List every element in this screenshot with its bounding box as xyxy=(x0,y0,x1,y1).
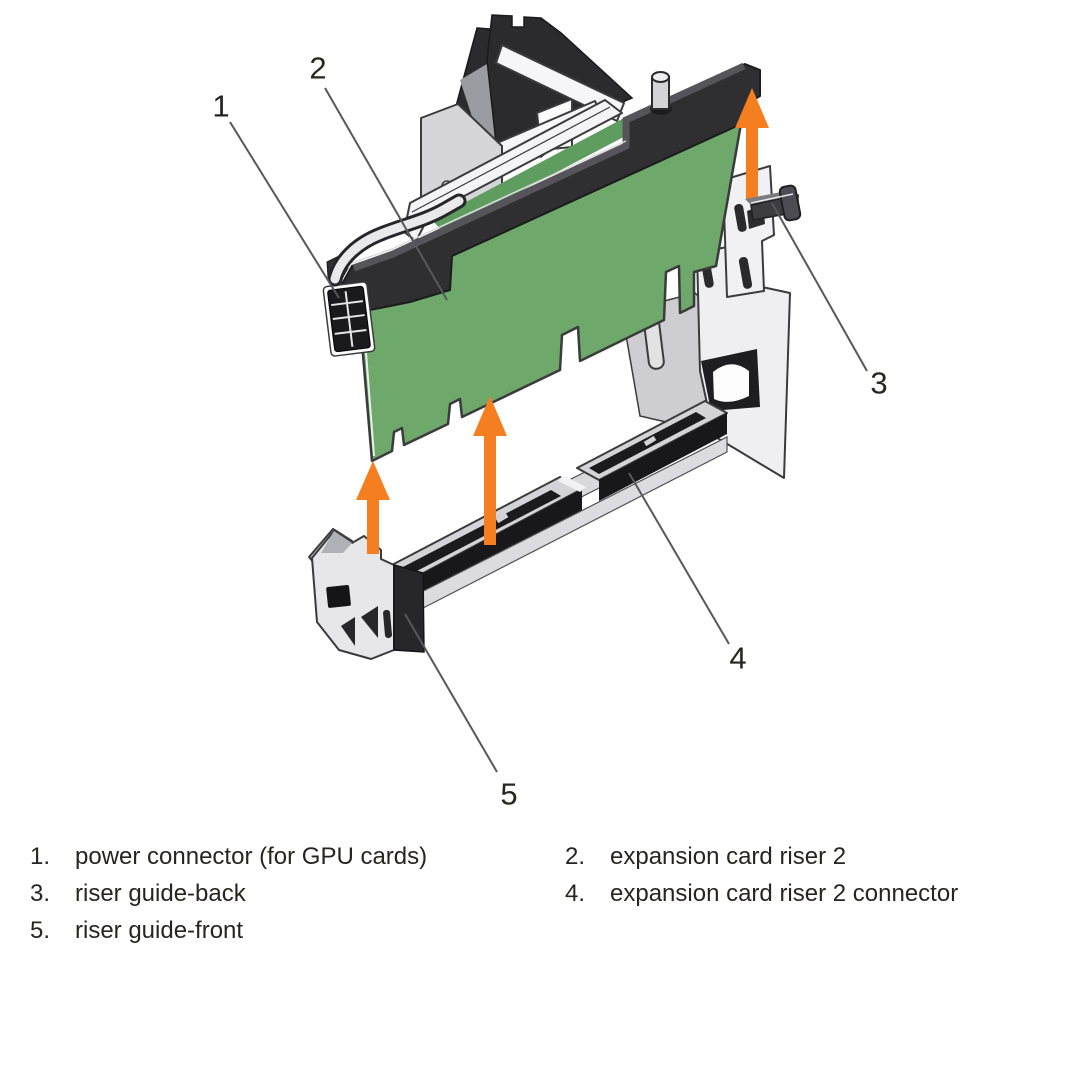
guide-front-notch xyxy=(361,606,378,638)
legend-item-label: riser guide-front xyxy=(75,917,244,944)
callout-leader-lines xyxy=(229,87,868,773)
legend-item-label: expansion card riser 2 connector xyxy=(610,880,959,907)
leader-line-5 xyxy=(404,613,498,773)
leader-line-2 xyxy=(324,87,448,301)
riser-bracket-gleam xyxy=(351,140,627,264)
riser-guide-front xyxy=(308,528,425,660)
leader-line-3 xyxy=(771,202,868,372)
power-connector xyxy=(322,281,376,357)
legend-item-number: 2. xyxy=(565,843,586,870)
install-arrow-left xyxy=(356,461,390,554)
connector-gap xyxy=(558,475,586,492)
slot-rail-lip xyxy=(411,106,611,213)
riser-card-pcb xyxy=(356,116,744,463)
legend-item-label: riser guide-back xyxy=(75,880,246,907)
guide-front-hole xyxy=(326,584,351,608)
guide-front-side xyxy=(393,564,425,653)
legend-item-3: 3. riser guide-back xyxy=(30,880,246,908)
leader-line-4 xyxy=(628,472,730,645)
install-arrow-right xyxy=(735,88,769,200)
power-connector-grid xyxy=(331,291,367,347)
legend-item-label: expansion card riser 2 xyxy=(610,843,847,870)
chassis-top-structure xyxy=(403,14,635,242)
guide-pin-top xyxy=(651,71,670,83)
legend-item-number: 5. xyxy=(30,917,51,944)
wall-slot-cutout xyxy=(738,257,753,289)
legend-item-number: 4. xyxy=(565,880,586,907)
callout-number-4: 4 xyxy=(729,640,747,676)
legend-item-label: power connector (for GPU cards) xyxy=(75,843,428,870)
guide-back-gleam xyxy=(750,193,794,204)
riser2-connector xyxy=(381,400,728,626)
leader-line-1 xyxy=(229,121,340,299)
legend-item-2: 2. expansion card riser 2 xyxy=(565,843,846,871)
callout-number-3: 3 xyxy=(870,365,888,401)
expansion-card-riser-2 xyxy=(322,62,761,463)
guide-front-notch xyxy=(341,617,355,646)
riser-handle xyxy=(330,196,464,284)
legend-item-5: 5. riser guide-front xyxy=(30,917,243,945)
wall-slot-cutout xyxy=(734,203,747,232)
riser-card-top-edge xyxy=(432,118,635,232)
connector-left-slot xyxy=(403,490,561,573)
legend-item-1: 1. power connector (for GPU cards) xyxy=(30,843,427,871)
callout-number-5: 5 xyxy=(500,776,518,812)
guide-front-slot xyxy=(383,609,392,638)
connector-base-strip xyxy=(381,436,728,626)
guide-back-flange xyxy=(778,184,802,222)
legend-item-4: 4. expansion card riser 2 connector xyxy=(565,880,958,908)
connector-slot-key xyxy=(495,512,509,524)
wall-opening-highlight xyxy=(713,364,749,402)
connector-left-front xyxy=(412,489,582,602)
connector-right-front xyxy=(599,413,727,501)
callout-number-1: 1 xyxy=(212,88,230,124)
legend-item-number: 3. xyxy=(30,880,51,907)
install-arrows xyxy=(356,88,769,554)
callout-number-2: 2 xyxy=(309,50,327,86)
install-arrow-center xyxy=(473,396,507,545)
connector-slot-key xyxy=(643,435,657,447)
guide-front-top-facet xyxy=(321,531,352,553)
legend-item-number: 1. xyxy=(30,843,51,870)
